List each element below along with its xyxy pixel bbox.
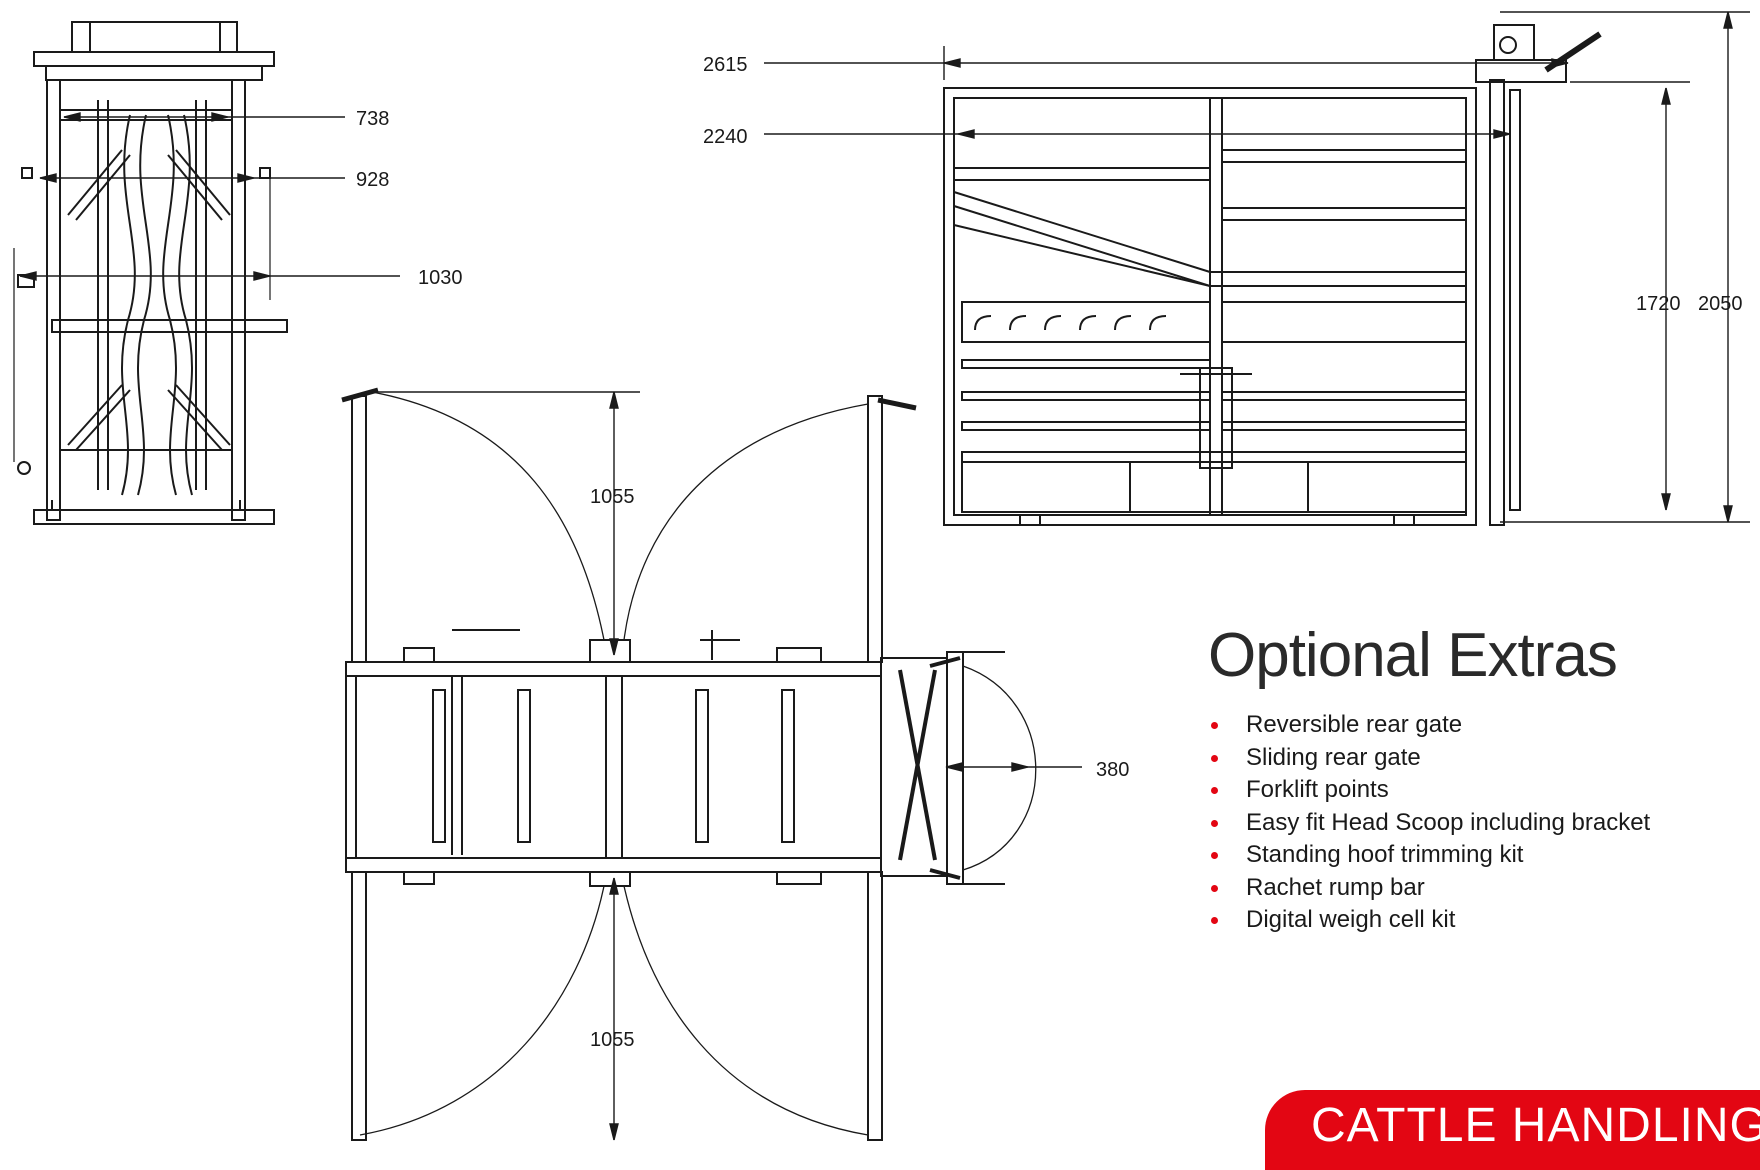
- dimension-label-380: 380: [1096, 759, 1129, 781]
- plan-view: [341, 387, 1082, 1141]
- bullet-icon: [1211, 917, 1218, 924]
- dimension-label-2240: 2240: [703, 126, 748, 148]
- list-item: Easy fit Head Scoop including bracket: [1208, 807, 1748, 840]
- front-view: [13, 21, 400, 525]
- optional-extras-title: Optional Extras: [1208, 621, 1618, 690]
- bullet-icon: [1211, 722, 1218, 729]
- dimension-label-1055-bottom: 1055: [590, 1029, 635, 1051]
- bullet-icon: [1211, 819, 1218, 827]
- banner-text: CATTLE HANDLING: [1311, 1099, 1760, 1152]
- list-item: Digital weigh cell kit: [1208, 904, 1748, 937]
- cattle-handling-banner: CATTLE HANDLING: [1265, 1090, 1760, 1170]
- optional-extras-section: Optional Extras Reversible rear gate Sli…: [1208, 625, 1748, 937]
- list-item: Reversible rear gate: [1208, 709, 1748, 742]
- dimension-label-928: 928: [356, 169, 389, 191]
- list-item: Forklift points: [1208, 774, 1748, 807]
- side-view: [764, 11, 1750, 526]
- list-item: Rachet rump bar: [1208, 872, 1748, 905]
- optional-extras-list: Reversible rear gate Sliding rear gate F…: [1208, 709, 1748, 937]
- dimension-label-738: 738: [356, 108, 389, 130]
- bullet-icon: [1211, 754, 1218, 762]
- dimension-label-1055-top: 1055: [590, 486, 635, 508]
- list-item: Sliding rear gate: [1208, 742, 1748, 775]
- bullet-icon: [1211, 787, 1218, 794]
- bullet-icon: [1211, 884, 1218, 892]
- dimension-label-1720: 1720: [1636, 293, 1681, 315]
- list-item: Standing hoof trimming kit: [1208, 839, 1748, 872]
- dimension-label-1030: 1030: [418, 267, 463, 289]
- dimension-label-2615: 2615: [703, 54, 748, 76]
- bullet-icon: [1211, 852, 1218, 859]
- technical-drawing: 738 928 1030 2615 2240 1720 2050 1055 10…: [13, 11, 1750, 1141]
- dimension-label-2050: 2050: [1698, 293, 1743, 315]
